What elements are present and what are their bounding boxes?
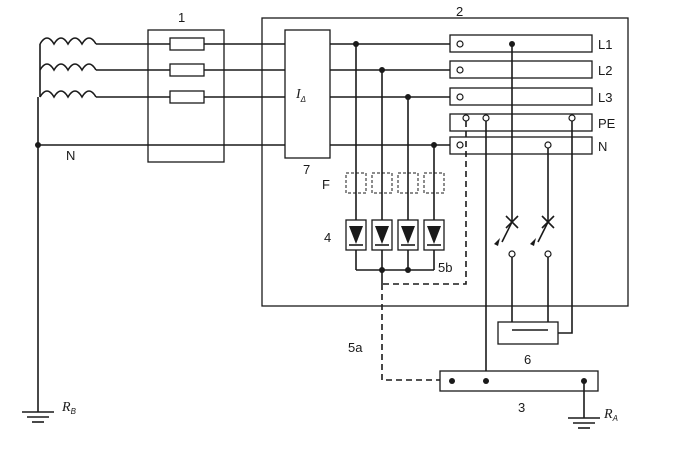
busbar-3 xyxy=(439,370,599,392)
label-spd-4: 4 xyxy=(324,230,331,245)
conductor-5a xyxy=(381,284,452,381)
label-5a: 5a xyxy=(348,340,363,355)
terminal-label-l3: L3 xyxy=(598,90,612,105)
spd-devices xyxy=(345,219,445,273)
fuses-in-box-1 xyxy=(169,37,205,104)
terminal-label-pe: PE xyxy=(598,116,616,131)
terminal-label-n: N xyxy=(598,139,607,154)
terminal-label-l2: L2 xyxy=(598,63,612,78)
rcd-7 xyxy=(284,29,331,159)
load-switches xyxy=(494,41,555,330)
spd-taps xyxy=(353,41,437,222)
label-neutral: N xyxy=(66,148,75,163)
transformer-coils xyxy=(39,37,97,99)
label-busbar-3: 3 xyxy=(518,400,525,415)
earth-right xyxy=(568,417,600,429)
label-fuses: F xyxy=(322,177,330,192)
earth-label-right: RA xyxy=(603,407,618,423)
label-box-1: 1 xyxy=(178,10,185,25)
terminal-label-l1: L1 xyxy=(598,37,612,52)
label-box-2: 2 xyxy=(456,4,463,19)
label-5b: 5b xyxy=(438,260,452,275)
load-box-6 xyxy=(497,321,559,345)
earth-label-left: RB xyxy=(61,400,77,416)
label-box-6: 6 xyxy=(524,352,531,367)
rcd-symbol: IΔ xyxy=(295,87,306,104)
conductor-5b xyxy=(382,121,467,285)
label-rcd-7: 7 xyxy=(303,162,310,177)
spd-fuses xyxy=(345,172,445,194)
earth-left xyxy=(22,411,54,423)
phase-lines xyxy=(38,43,452,146)
